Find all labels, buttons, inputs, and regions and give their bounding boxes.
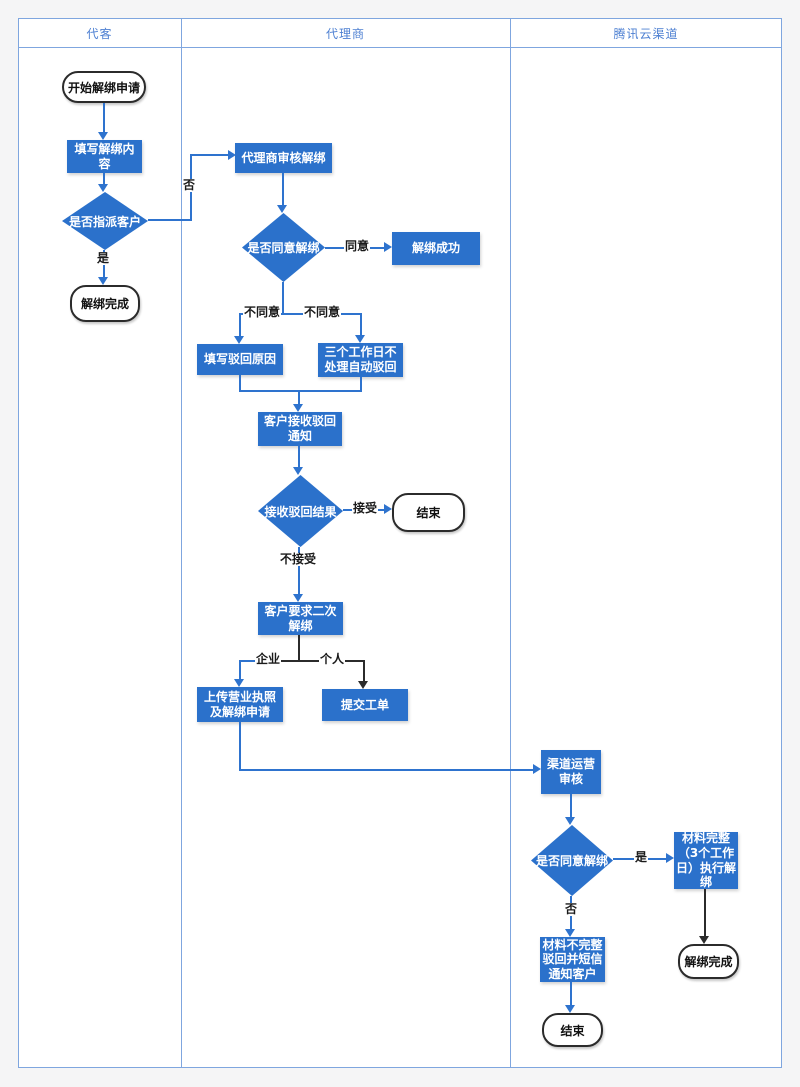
connector-segment	[239, 313, 361, 315]
connector-segment	[282, 173, 284, 207]
edge-label-agree: 同意	[344, 239, 371, 253]
node-auto-reject-3days: 三个工作日不处理自动驳回	[318, 343, 403, 377]
node-unbind-done-left: 解绑完成	[70, 285, 140, 322]
connector-segment	[570, 794, 572, 817]
edge-label-yes-right: 是	[634, 850, 649, 864]
connector-segment	[239, 390, 362, 392]
node-submit-ticket: 提交工单	[322, 689, 408, 721]
arrowhead-down	[699, 936, 709, 944]
connector-segment	[103, 173, 105, 184]
edge-label-disagree-left: 不同意	[243, 305, 282, 319]
arrowhead-down	[355, 335, 365, 343]
edge-label-accept: 接受	[352, 501, 379, 515]
connector-segment	[360, 377, 362, 391]
connector-segment	[239, 660, 263, 662]
arrowhead-right	[384, 242, 392, 252]
node-end-mid: 结束	[392, 493, 465, 532]
connector-segment	[239, 769, 533, 771]
header-divider	[18, 47, 782, 48]
arrowhead-down	[293, 467, 303, 475]
arrowhead-down	[98, 277, 108, 285]
arrowhead-down	[98, 132, 108, 140]
connector-segment	[239, 375, 241, 391]
arrowhead-down	[234, 336, 244, 344]
node-channel-ops-review: 渠道运营审核	[541, 750, 601, 794]
arrowhead-down	[358, 681, 368, 689]
arrowhead-down	[293, 404, 303, 412]
connector-segment	[298, 635, 300, 662]
connector-segment	[148, 219, 191, 221]
node-material-complete-execute: 材料完整（3个工作日）执行解绑	[674, 831, 738, 890]
node-upload-license: 上传营业执照及解绑申请	[197, 687, 283, 722]
arrowhead-right	[228, 150, 236, 160]
lane-divider-1	[181, 18, 182, 1068]
connector-segment	[298, 547, 300, 594]
swimlane-canvas	[18, 18, 782, 1068]
lane-divider-2	[510, 18, 511, 1068]
arrowhead-right	[533, 764, 541, 774]
connector-segment	[570, 982, 572, 1005]
arrowhead-down	[98, 184, 108, 192]
lane-header-agent: 代理商	[325, 26, 365, 41]
node-start: 开始解绑申请	[62, 71, 146, 103]
lane-header-tencent-channel: 腾讯云渠道	[613, 26, 679, 41]
connector-segment	[704, 889, 706, 936]
arrowhead-down	[234, 679, 244, 687]
arrowhead-down	[565, 817, 575, 825]
node-fill-unbind-content: 填写解绑内容	[67, 140, 142, 173]
node-receive-reject-notice: 客户接收驳回通知	[258, 412, 342, 446]
connector-segment	[239, 722, 241, 771]
connector-segment	[239, 313, 241, 338]
arrowhead-right	[666, 853, 674, 863]
arrowhead-down	[293, 594, 303, 602]
edge-label-disagree-right: 不同意	[303, 305, 342, 319]
node-unbind-done-right: 解绑完成	[678, 944, 739, 979]
arrowhead-down	[565, 929, 575, 937]
connector-segment	[298, 446, 300, 467]
edge-label-yes: 是	[96, 251, 111, 265]
edge-label-no-right: 否	[564, 902, 579, 916]
edge-label-not-accept: 不接受	[279, 552, 318, 566]
connector-segment	[360, 313, 362, 337]
connector-segment	[298, 390, 300, 404]
node-fill-reject-reason: 填写驳回原因	[197, 344, 283, 375]
connector-segment	[363, 660, 365, 681]
connector-segment	[239, 660, 241, 679]
node-agent-review: 代理商审核解绑	[235, 143, 332, 173]
node-unbind-success: 解绑成功	[392, 232, 480, 265]
edge-label-company: 企业	[255, 652, 282, 666]
node-end-right: 结束	[542, 1013, 603, 1047]
edge-label-no: 否	[182, 178, 197, 192]
connector-segment	[263, 660, 300, 662]
node-second-unbind-request: 客户要求二次解绑	[258, 602, 343, 635]
connector-segment	[103, 103, 105, 133]
arrowhead-right	[384, 504, 392, 514]
arrowhead-down	[277, 205, 287, 213]
lane-header-customer: 代客	[86, 26, 113, 41]
connector-segment	[190, 154, 228, 156]
connector-segment	[282, 282, 284, 314]
arrowhead-down	[565, 1005, 575, 1013]
node-material-incomplete-reject: 材料不完整驳回并短信通知客户	[540, 937, 605, 982]
edge-label-personal: 个人	[319, 652, 346, 666]
